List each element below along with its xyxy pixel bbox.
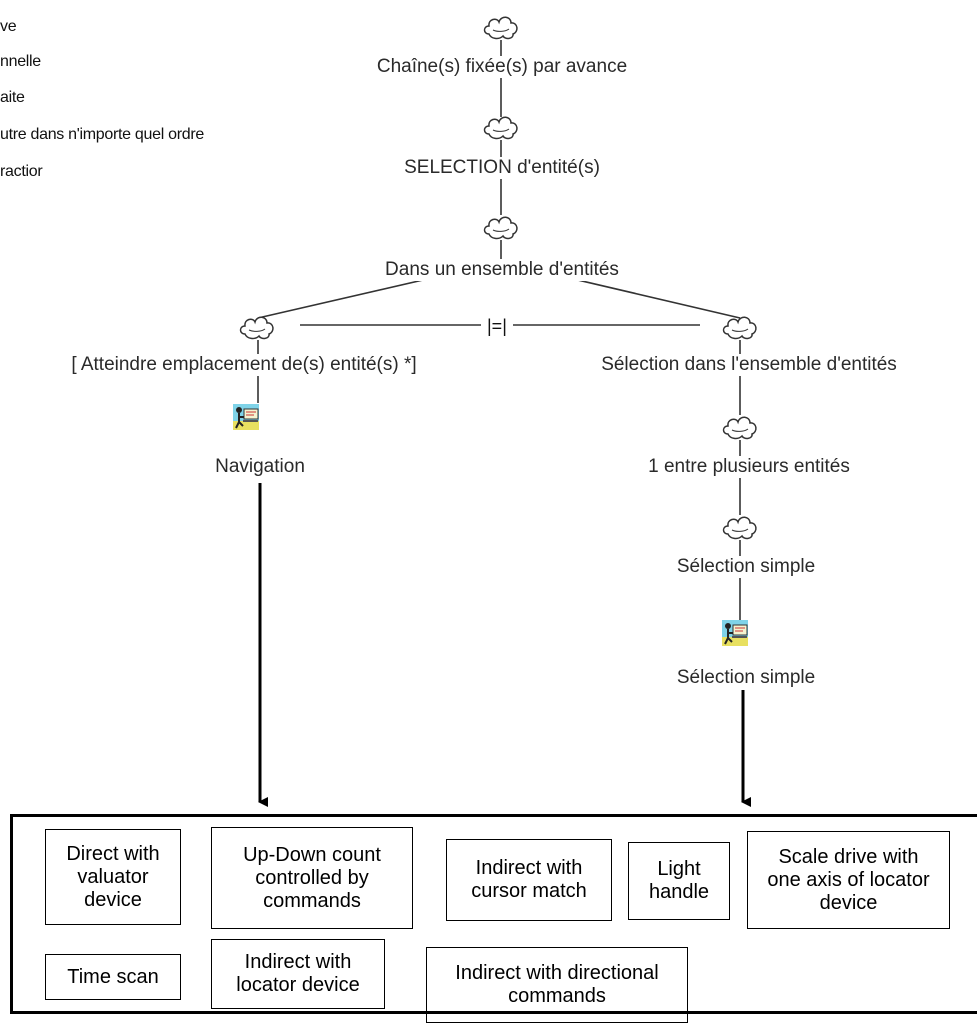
node-label-right-branch: Sélection dans l'ensemble d'entités	[599, 354, 899, 376]
node-label-one-among-many: 1 entre plusieurs entités	[646, 456, 852, 478]
cloud-icon	[722, 316, 757, 340]
cloud-icon	[722, 516, 757, 540]
node-label-selection: SELECTION d'entité(s)	[402, 157, 602, 179]
cloud-icon	[483, 116, 518, 140]
interaction-techniques-panel: Direct with valuator device Up-Down coun…	[10, 814, 977, 1023]
cloud-icon	[483, 16, 518, 40]
legend-item: nnelle	[0, 53, 41, 70]
user-at-computer-icon	[722, 620, 748, 646]
legend-item: ve	[0, 18, 17, 35]
technique-light-handle: Light handle	[628, 842, 730, 920]
node-label-left-branch: [ Atteindre emplacement de(s) entité(s) …	[69, 354, 419, 376]
node-label-set: Dans un ensemble d'entités	[383, 259, 621, 281]
user-at-computer-icon	[233, 404, 259, 430]
technique-time-scan: Time scan	[45, 954, 181, 1000]
technique-scale-drive: Scale drive with one axis of locator dev…	[747, 831, 950, 929]
legend-item: aite	[0, 89, 25, 106]
technique-indirect-cursor-match: Indirect with cursor match	[446, 839, 612, 921]
node-label-root: Chaîne(s) fixée(s) par avance	[374, 56, 630, 78]
node-label-simple-selection-task: Sélection simple	[674, 556, 818, 578]
cloud-icon	[722, 416, 757, 440]
technique-indirect-directional: Indirect with directional commands	[426, 947, 688, 1023]
legend-item: utre dans n'importe quel ordre	[0, 126, 204, 143]
operator-label: |=|	[481, 316, 513, 336]
cloud-icon	[483, 216, 518, 240]
cloud-icon	[239, 316, 274, 340]
legend-item: ractior	[0, 163, 43, 180]
node-label-simple-selection-action: Sélection simple	[674, 667, 818, 689]
technique-up-down-count: Up-Down count controlled by commands	[211, 827, 413, 929]
technique-indirect-locator: Indirect with locator device	[211, 939, 385, 1009]
technique-direct-valuator: Direct with valuator device	[45, 829, 181, 925]
node-label-navigation: Navigation	[213, 456, 307, 478]
